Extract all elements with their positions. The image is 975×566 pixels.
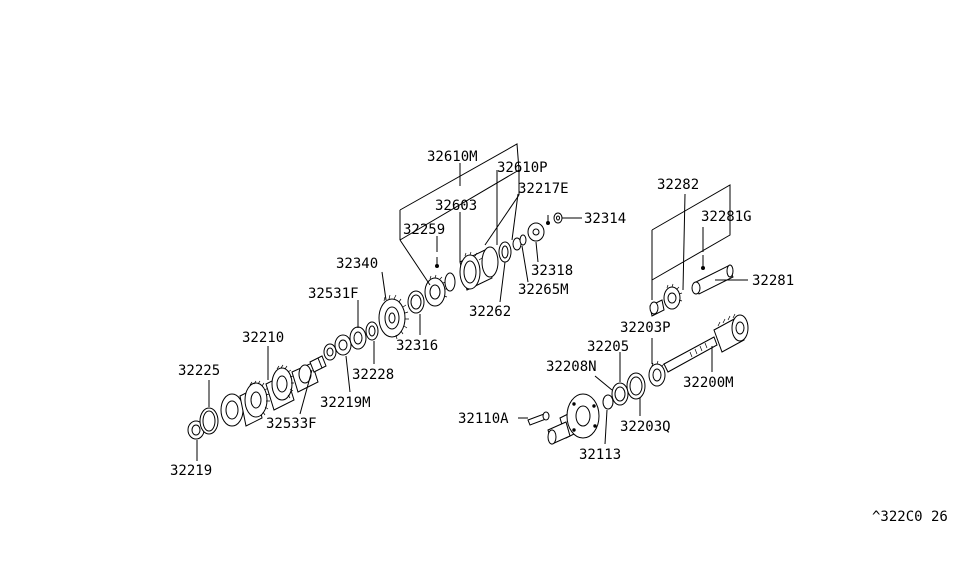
part-labels: 32610M 32610P 32217E 32603 32259 32314 3…: [170, 149, 794, 479]
part-32205-washer: [611, 382, 629, 406]
part-32533F-shaft: [309, 355, 327, 373]
label-32340: 32340: [336, 256, 378, 272]
leader-lines: [196, 163, 748, 461]
label-32110A: 32110A: [458, 411, 509, 427]
part-32340-gear: [378, 294, 409, 340]
label-32265M: 32265M: [518, 282, 569, 298]
label-32314: 32314: [584, 211, 626, 227]
label-32205: 32205: [587, 339, 629, 355]
part-32225-ring: [199, 407, 219, 435]
label-32203Q: 32203Q: [620, 419, 671, 435]
label-32318: 32318: [531, 263, 573, 279]
label-32281G: 32281G: [701, 209, 752, 225]
label-32531F: 32531F: [308, 286, 359, 302]
label-32281: 32281: [752, 273, 794, 289]
label-32228: 32228: [352, 367, 394, 383]
label-32533F: 32533F: [266, 416, 317, 432]
part-32110A-bolt: [527, 411, 550, 426]
label-32208N: 32208N: [546, 359, 597, 375]
label-32316: 32316: [396, 338, 438, 354]
part-32610M-synchro-hub: [424, 246, 499, 307]
part-32262-washer: [498, 241, 512, 263]
part-32217E-pin: [546, 215, 550, 225]
part-32208N-flange: [547, 393, 600, 445]
part-32318-washer: [527, 222, 545, 242]
part-32316-ring: [407, 290, 425, 314]
drawing-code: ^322C0 26: [872, 509, 948, 525]
label-32219: 32219: [170, 463, 212, 479]
part-32281G-pin: [701, 255, 705, 270]
part-32265M-ring: [512, 234, 527, 251]
label-32210: 32210: [242, 330, 284, 346]
part-32314-bolt: [553, 212, 563, 224]
label-32225: 32225: [178, 363, 220, 379]
label-32603: 32603: [435, 198, 477, 214]
part-32219M-bearing: [323, 334, 352, 361]
part-32228-ring: [365, 321, 379, 341]
label-32282: 32282: [657, 177, 699, 193]
part-32282-gear: [649, 283, 683, 317]
right-shaft-assembly: [527, 255, 749, 445]
label-32113: 32113: [579, 447, 621, 463]
part-32203Q-ring: [626, 372, 646, 400]
label-32259: 32259: [403, 222, 445, 238]
label-32610P: 32610P: [497, 160, 548, 176]
part-32531F-spacer: [349, 326, 367, 350]
group-brackets: [399, 143, 731, 300]
label-32200M: 32200M: [683, 375, 734, 391]
label-32203P: 32203P: [620, 320, 671, 336]
left-gear-assembly: [187, 212, 563, 440]
label-32610M: 32610M: [427, 149, 478, 165]
part-32281-shaft: [691, 264, 734, 295]
part-32203P-bearing: [648, 360, 666, 387]
label-32217E: 32217E: [518, 181, 569, 197]
label-32262: 32262: [469, 304, 511, 320]
part-32113-ring: [602, 394, 614, 410]
label-32219M: 32219M: [320, 395, 371, 411]
part-32200M-main-shaft: [663, 313, 749, 373]
